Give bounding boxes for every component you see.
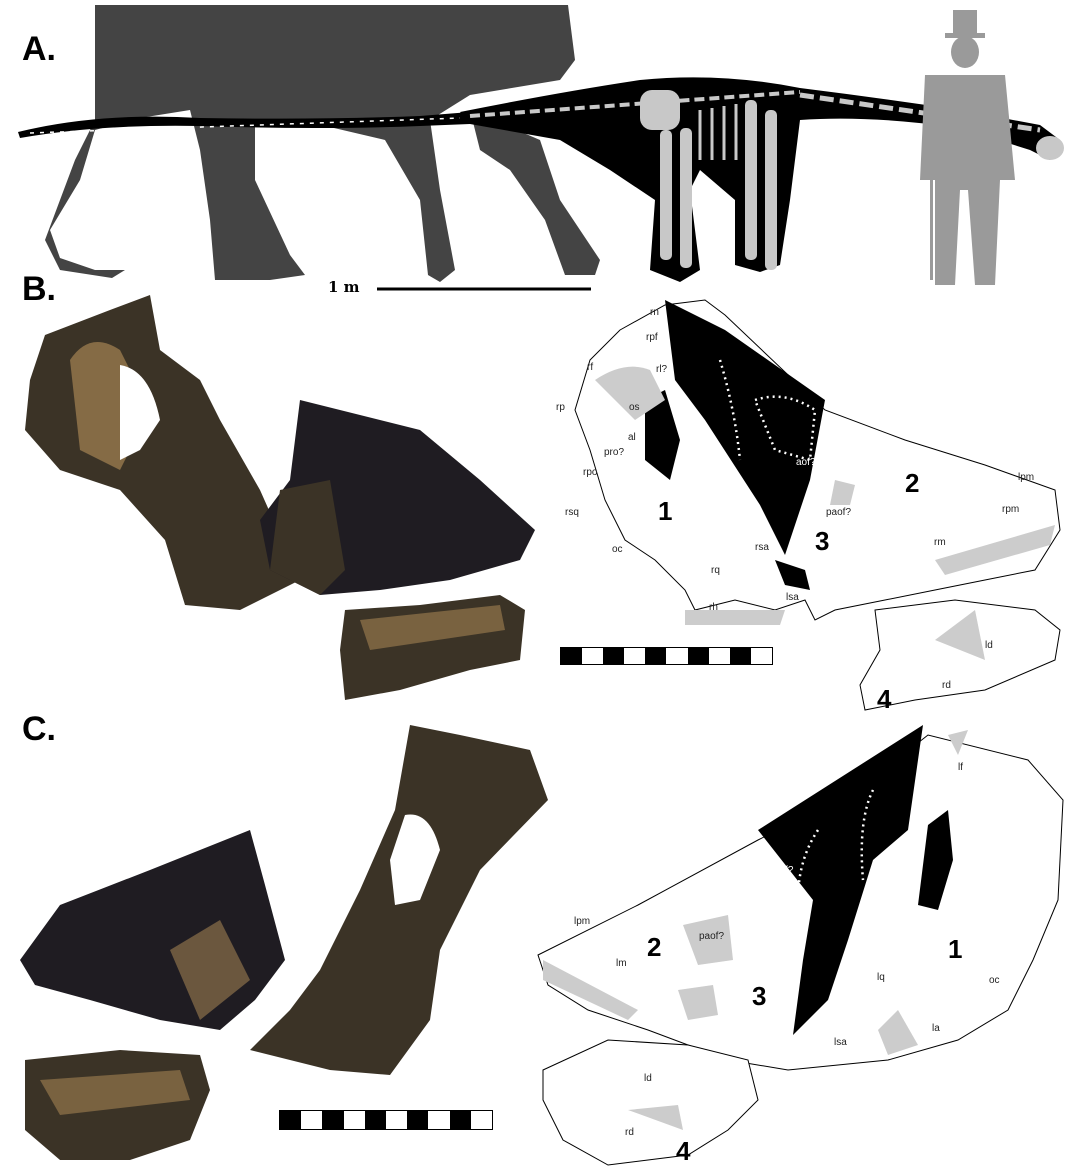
- human-scale-silhouette: [920, 10, 1015, 285]
- panel-c-labels: lf aof? lpm paof? lm lq oc la lsa ld rd …: [0, 710, 1073, 1170]
- b-label: os: [629, 402, 640, 413]
- c-region-number: 4: [676, 1136, 691, 1166]
- b-region-number: 2: [905, 468, 919, 498]
- c-region-number: 3: [752, 981, 766, 1011]
- b-label: rp: [556, 402, 565, 413]
- scale-bar-segment: [603, 648, 624, 664]
- scale-bar-segment: [301, 1111, 322, 1129]
- c-label: rd: [625, 1127, 634, 1138]
- b-label: rd: [942, 680, 951, 691]
- b-label: lpm: [1018, 472, 1034, 483]
- c-label: lq: [877, 972, 885, 983]
- forelimb-bone: [745, 100, 757, 260]
- b-label: al: [628, 432, 636, 443]
- b-label: rsa: [755, 542, 769, 553]
- panel-b-labels: rn rpf rf rl? rp os al pro? rpo aof? lpm…: [0, 290, 1073, 720]
- c-region-number: 1: [948, 934, 962, 964]
- c-label: lpm: [574, 916, 590, 927]
- b-label: rl?: [656, 364, 668, 375]
- scale-bar-segment: [280, 1111, 301, 1129]
- b-label: aof?: [796, 457, 816, 468]
- c-label: aof?: [774, 865, 794, 876]
- scale-bar-segment: [666, 648, 687, 664]
- b-label: rq: [711, 565, 720, 576]
- b-label: paof?: [826, 507, 851, 518]
- scale-bar-segment: [428, 1111, 449, 1129]
- c-label: paof?: [699, 931, 724, 942]
- b-label: rm: [934, 537, 946, 548]
- c-label: lf: [958, 762, 963, 773]
- c-label: ld: [644, 1073, 652, 1084]
- hindlimb-bone: [660, 130, 672, 260]
- b-label: oc: [612, 544, 623, 555]
- scale-bar-segment: [624, 648, 645, 664]
- c-label: la: [932, 1023, 940, 1034]
- forelimb-bone-2: [765, 110, 777, 270]
- b-label: ld: [985, 640, 993, 651]
- scale-bar-segment: [322, 1111, 343, 1129]
- b-label: rf: [587, 362, 593, 373]
- c-region-number: 2: [647, 932, 661, 962]
- scale-bar-segment: [730, 648, 751, 664]
- c-label: lsa: [834, 1037, 847, 1048]
- b-region-number: 1: [658, 496, 672, 526]
- scale-bar-segment: [386, 1111, 407, 1129]
- skull-bone: [1036, 136, 1064, 160]
- scale-bar-segment: [407, 1111, 428, 1129]
- c-label: lm: [616, 958, 627, 969]
- b-label: rpo: [583, 467, 598, 478]
- scale-bar-segment: [645, 648, 666, 664]
- scale-bar-segment: [688, 648, 709, 664]
- b-region-number: 3: [815, 526, 829, 556]
- b-label: rpm: [1002, 504, 1019, 515]
- b-label: rsq: [565, 507, 579, 518]
- scale-bar-segment: [561, 648, 582, 664]
- scale-bar-segment: [709, 648, 730, 664]
- b-label: rn: [650, 307, 659, 318]
- pelvis-bone: [640, 90, 680, 130]
- scale-bar-segment: [751, 648, 772, 664]
- scale-bar-segment: [344, 1111, 365, 1129]
- b-scale-bar: [560, 647, 773, 665]
- scale-bar-segment: [450, 1111, 471, 1129]
- b-label: lsa: [786, 592, 799, 603]
- panel-a-figure: [0, 0, 1073, 300]
- c-scale-bar: [279, 1110, 493, 1130]
- scale-bar-segment: [471, 1111, 492, 1129]
- c-label: oc: [989, 975, 1000, 986]
- hindlimb-bone-2: [680, 128, 692, 268]
- b-label: rpf: [646, 332, 658, 343]
- b-label: pro?: [604, 447, 624, 458]
- scale-bar-segment: [582, 648, 603, 664]
- b-label: rh: [709, 602, 718, 613]
- scale-bar-segment: [365, 1111, 386, 1129]
